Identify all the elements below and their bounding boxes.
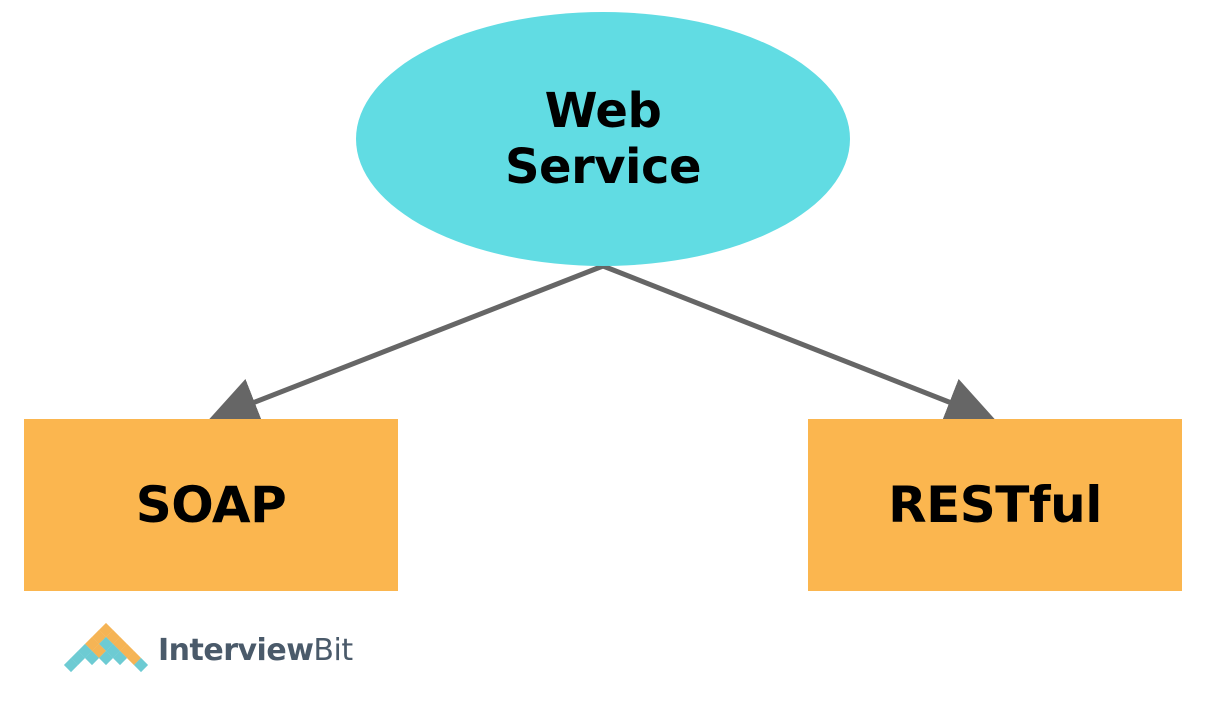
restful-node: RESTful [808, 419, 1182, 591]
interviewbit-logo: InterviewBit [60, 620, 353, 680]
arrow-to-restful [602, 263, 996, 426]
web-service-label: Web Service [504, 83, 702, 195]
restful-label: RESTful [888, 476, 1102, 534]
web-service-node: Web Service [356, 12, 850, 266]
soap-node: SOAP [24, 419, 398, 591]
logo-mark-icon [63, 623, 149, 673]
arrow-to-soap [208, 263, 604, 426]
soap-label: SOAP [135, 476, 287, 534]
logo-text-interview: Interview [158, 632, 314, 668]
logo-text-bit: Bit [313, 632, 353, 668]
logo-wordmark: InterviewBit [158, 633, 353, 668]
